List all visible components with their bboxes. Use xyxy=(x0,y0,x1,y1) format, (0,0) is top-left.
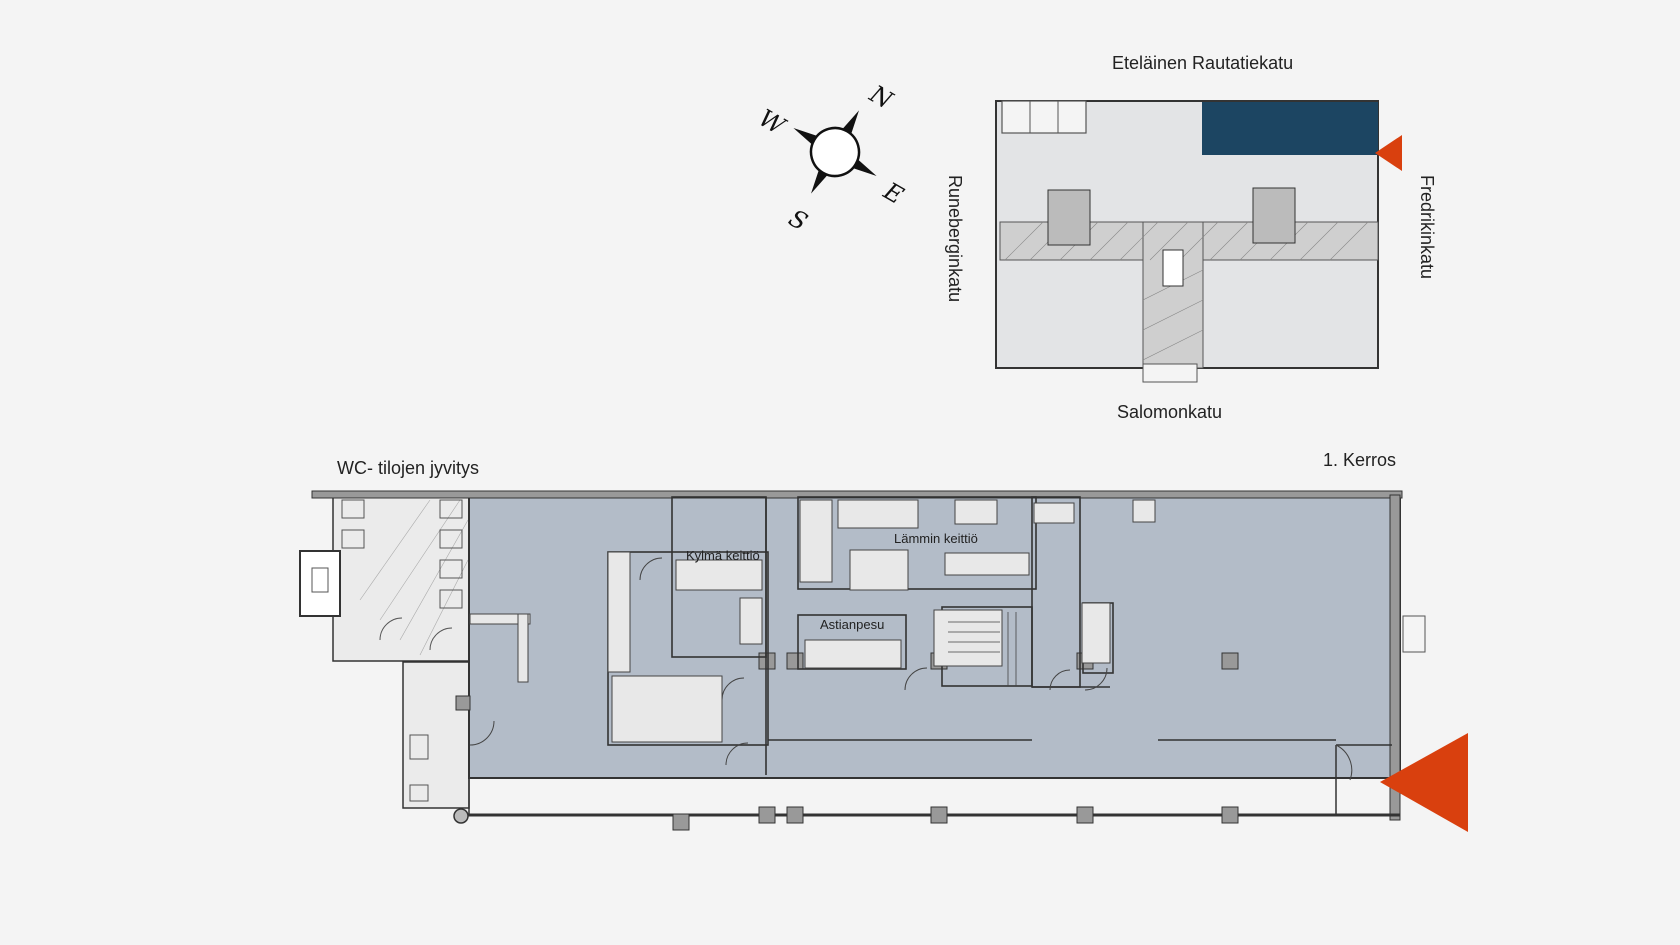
floor-plan-title: WC- tilojen jyvitys xyxy=(337,458,480,478)
room-label-dishwashing: Astianpesu xyxy=(820,617,885,632)
entrance-arrow-icon xyxy=(1380,733,1468,832)
room-label-cold-kitchen: Kylmä keittiö xyxy=(686,548,760,563)
street-label-north: Eteläinen Rautatiekatu xyxy=(1112,53,1294,73)
key-plan-entrance-arrow-icon xyxy=(1375,135,1402,171)
wc-area xyxy=(299,495,470,809)
street-label-west: Runeberginkatu xyxy=(945,175,965,303)
street-label-east: Fredrikinkatu xyxy=(1417,175,1437,280)
street-label-south: Salomonkatu xyxy=(1117,402,1223,422)
room-label-hot-kitchen: Lämmin keittiö xyxy=(894,531,978,546)
highlighted-unit xyxy=(1202,102,1378,155)
floor-label: 1. Kerros xyxy=(1323,450,1397,470)
